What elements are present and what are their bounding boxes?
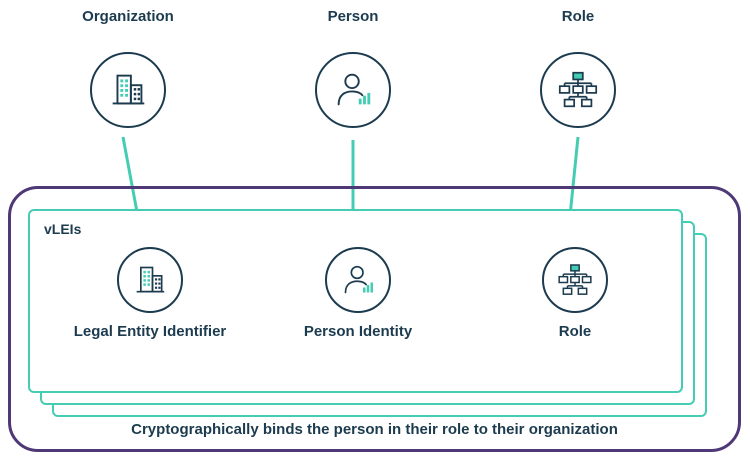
binding-caption: Cryptographically binds the person in th… <box>131 421 618 438</box>
legal-entity-circle <box>117 247 183 313</box>
legal-entity-identifier-unit: Legal Entity Identifier <box>40 247 260 340</box>
role-circle <box>540 52 616 128</box>
person-icon <box>338 260 378 300</box>
vlei-container: vLEIs Legal Entity Identifier Person Ide… <box>8 186 741 452</box>
person-identity-unit: Person Identity <box>248 247 468 340</box>
inner-role-label: Role <box>558 323 592 340</box>
top-label-organization: Organization <box>82 8 174 25</box>
top-label-role: Role <box>561 8 595 25</box>
org-chart-icon <box>555 67 601 113</box>
org-chart-icon <box>555 260 595 300</box>
person-circle <box>315 52 391 128</box>
person-identity-circle <box>325 247 391 313</box>
role-unit: Role <box>465 247 685 340</box>
person-identity-label: Person Identity <box>303 323 413 340</box>
top-label-person: Person <box>327 8 379 25</box>
inner-role-circle <box>542 247 608 313</box>
building-icon <box>105 67 151 113</box>
organization-circle <box>90 52 166 128</box>
person-icon <box>330 67 376 113</box>
legal-entity-identifier-label: Legal Entity Identifier <box>73 323 227 340</box>
building-icon <box>130 260 170 300</box>
vlei-card: vLEIs Legal Entity Identifier Person Ide… <box>28 209 683 393</box>
vleis-label: vLEIs <box>44 221 82 237</box>
